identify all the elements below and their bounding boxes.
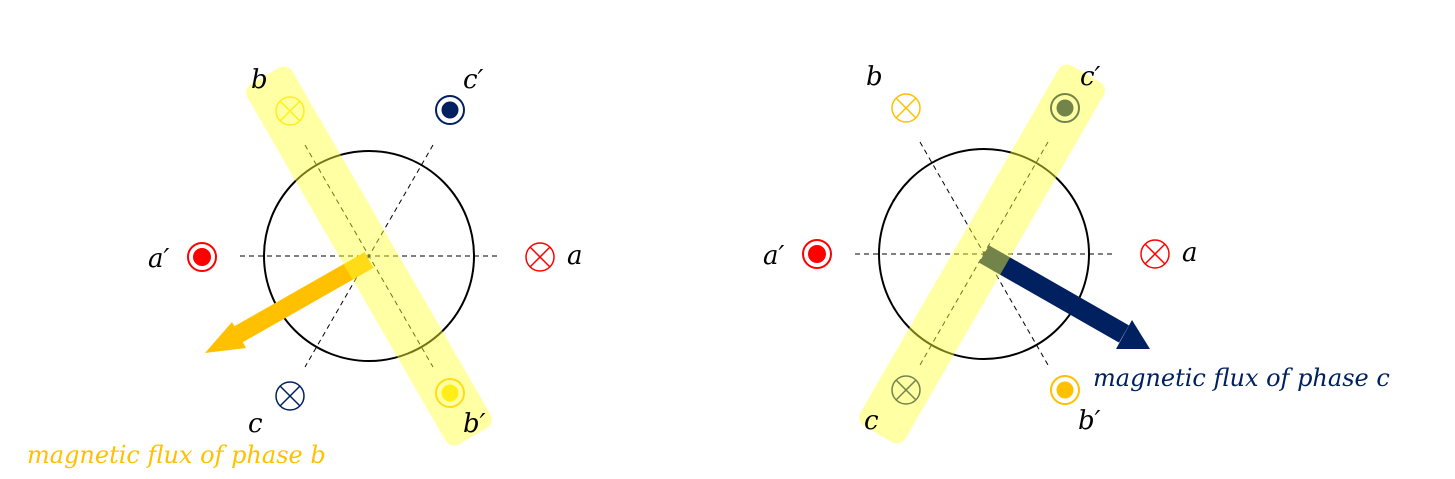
right-axis-c [919, 141, 1049, 366]
left-label-b: b [251, 65, 268, 95]
left-caption-flux-phase-b: magnetic flux of phase b [27, 441, 326, 469]
left-label-b-prime: b′ [463, 409, 486, 439]
left-axis-c [304, 144, 434, 368]
left-conductor-a-cross-icon [525, 242, 555, 272]
right-conductor-b-prime-dot-icon [1050, 375, 1080, 405]
left-conductor-b-prime-dot-icon [435, 378, 465, 408]
left-label-a: a [567, 241, 583, 271]
right-label-a: a [1182, 238, 1198, 268]
right-label-a-prime: a′ [763, 241, 785, 271]
left-phase-b-highlight-band [246, 66, 492, 446]
left-conductor-a-prime-dot-icon [187, 242, 217, 272]
right-diagram: a′ a b c′ c b′ magnetic flux of phase c [763, 62, 1390, 444]
left-label-c-prime: c′ [463, 65, 484, 95]
right-label-c-prime: c′ [1080, 62, 1101, 92]
left-conductor-b-cross-icon [275, 96, 305, 126]
left-label-a-prime: a′ [148, 244, 170, 274]
left-conductor-c-cross-icon [275, 381, 305, 411]
right-label-c: c [864, 406, 879, 436]
right-label-b-prime: b′ [1078, 406, 1101, 436]
left-conductor-c-prime-dot-icon [435, 95, 465, 125]
left-flux-arrow-phase-b [205, 252, 374, 353]
left-diagram: a′ a b c′ c b′ magnetic flux of phase b [27, 65, 583, 469]
right-conductor-a-cross-icon [1140, 239, 1170, 269]
left-label-c: c [248, 409, 263, 439]
right-caption-flux-phase-c: magnetic flux of phase c [1093, 364, 1390, 392]
right-conductor-b-cross-icon [891, 93, 921, 123]
right-conductor-c-cross-icon [891, 375, 921, 405]
right-flux-arrow-phase-c [979, 245, 1150, 349]
right-phase-c-highlight-band [859, 64, 1105, 444]
right-label-b: b [866, 62, 883, 92]
right-conductor-c-prime-dot-icon [1050, 93, 1080, 123]
right-conductor-a-prime-dot-icon [802, 239, 832, 269]
